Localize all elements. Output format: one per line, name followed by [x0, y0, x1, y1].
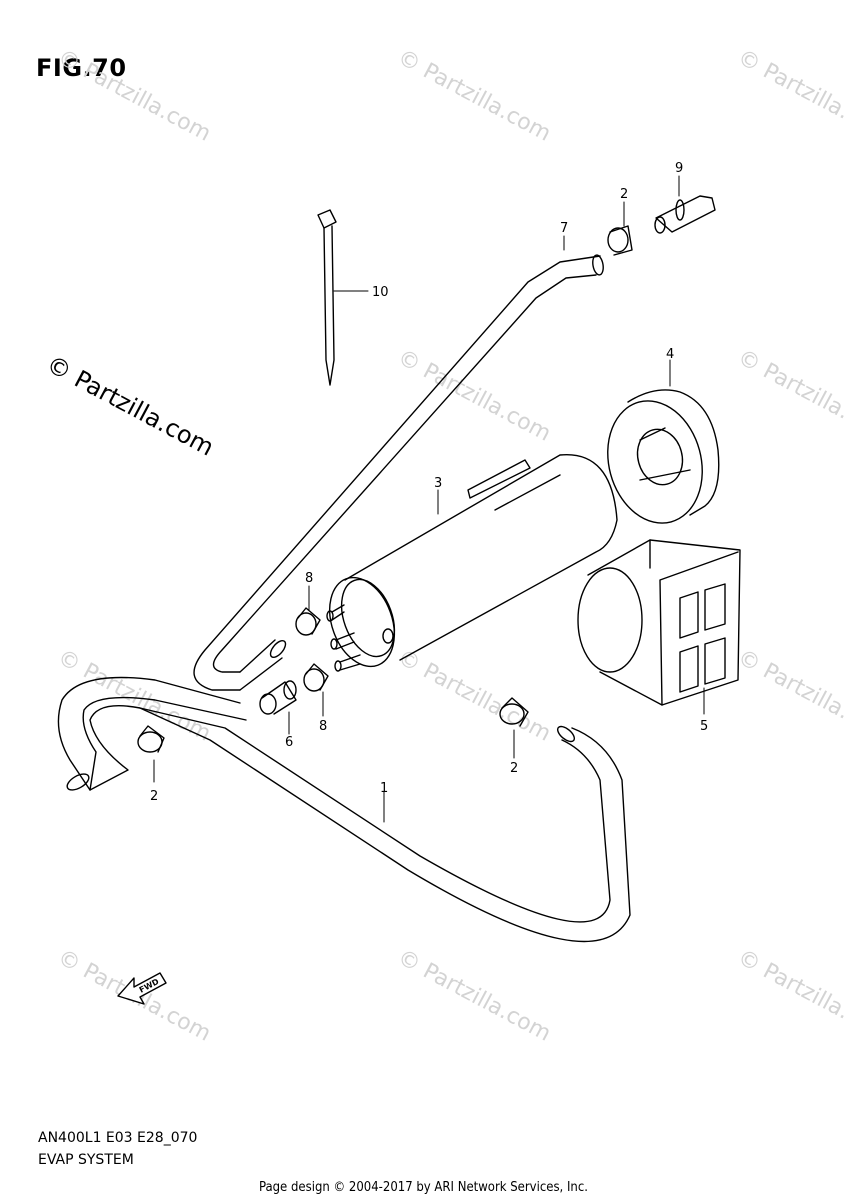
figure-name: EVAP SYSTEM	[38, 1152, 134, 1168]
clip-2-top	[607, 225, 633, 256]
callout-10: 10	[372, 285, 389, 300]
callout-8: 8	[319, 719, 327, 734]
tie-10	[317, 209, 337, 386]
cover-5	[577, 539, 741, 706]
callout-9: 9	[675, 161, 683, 176]
figure-title: FIG.70	[36, 54, 127, 82]
bracket-4	[607, 389, 720, 524]
clip-8-top	[295, 607, 321, 636]
callout-8: 8	[305, 571, 313, 586]
hose-7	[193, 254, 604, 691]
clip-2-left	[137, 725, 165, 753]
figure-code: AN400L1 E03 E28_070	[38, 1130, 198, 1146]
callout-1: 1	[380, 781, 388, 796]
leader-lines	[153, 175, 705, 823]
callout-2: 2	[150, 789, 158, 804]
callout-3: 3	[434, 476, 442, 491]
callout-2: 2	[620, 187, 628, 202]
clip-8-bottom	[303, 663, 329, 692]
callout-6: 6	[285, 735, 293, 750]
clip-2-right	[499, 697, 529, 727]
joint-9	[654, 195, 716, 234]
hose-1	[57, 676, 631, 943]
fwd-arrow-icon: FWD	[117, 972, 167, 1005]
callout-2: 2	[510, 761, 518, 776]
canister-3	[326, 454, 618, 672]
callout-4: 4	[666, 347, 674, 362]
page-credit: Page design © 2004-2017 by ARI Network S…	[259, 1180, 588, 1195]
cap-6	[259, 680, 297, 715]
callout-5: 5	[700, 719, 708, 734]
callout-7: 7	[560, 221, 568, 236]
